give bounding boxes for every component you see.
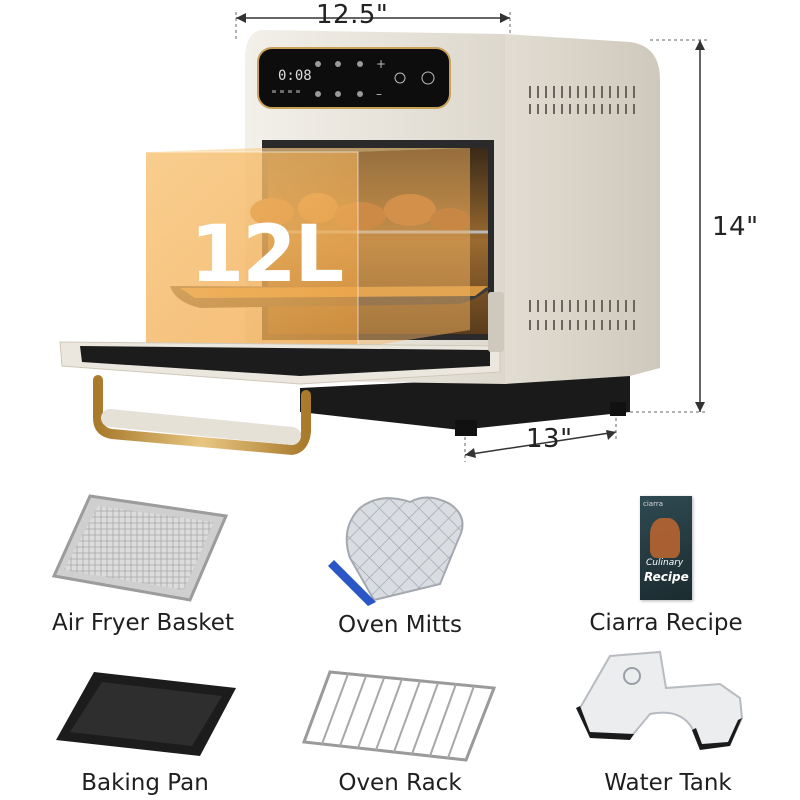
svg-text:+: + [376,57,386,71]
capacity-label: 12L [190,210,344,300]
control-small-indicators [272,90,300,93]
accessory-label-water-tank: Water Tank [604,770,732,796]
recipe-book-title-line2: Recipe [644,570,689,584]
water-tank-image [576,650,744,750]
control-panel [257,47,451,109]
svg-text:–: – [376,87,382,101]
oven-handle [93,375,311,456]
baking-pan-image [56,672,236,756]
depth-label: 13" [526,424,573,454]
door-glass [80,346,490,376]
recipe-book-title-line1: Culinary [646,558,684,568]
width-label: 12.5" [316,0,389,30]
depth-dimension-line [464,418,617,462]
accessory-label-ciarra-recipe: Ciarra Recipe [589,610,743,636]
door-hinge [488,292,504,352]
recipe-book-brand: ciarra [643,500,664,508]
control-buttons: + – [315,57,435,101]
oven-illustration: 0:08 + – [59,12,708,462]
height-label: 14" [712,212,759,242]
control-display: 0:08 [278,68,312,84]
side-vents [529,86,635,330]
oven-mitt-image [328,496,464,606]
oven-rack-image [301,670,496,762]
accessory-label-oven-mitts: Oven Mitts [337,612,462,638]
oven-base [300,372,630,430]
width-dimension-line [235,12,511,40]
oven-side-panel [505,34,660,384]
recipe-book-image: ciarra Culinary Recipe [640,496,692,600]
accessory-label-baking-pan: Baking Pan [81,770,209,796]
height-dimension-line [630,39,708,413]
accessory-label-oven-rack: Oven Rack [338,770,462,796]
air-fryer-basket-image [51,494,229,602]
capacity-highlight-cube [146,148,470,348]
accessory-label-air-fryer-basket: Air Fryer Basket [52,610,234,636]
